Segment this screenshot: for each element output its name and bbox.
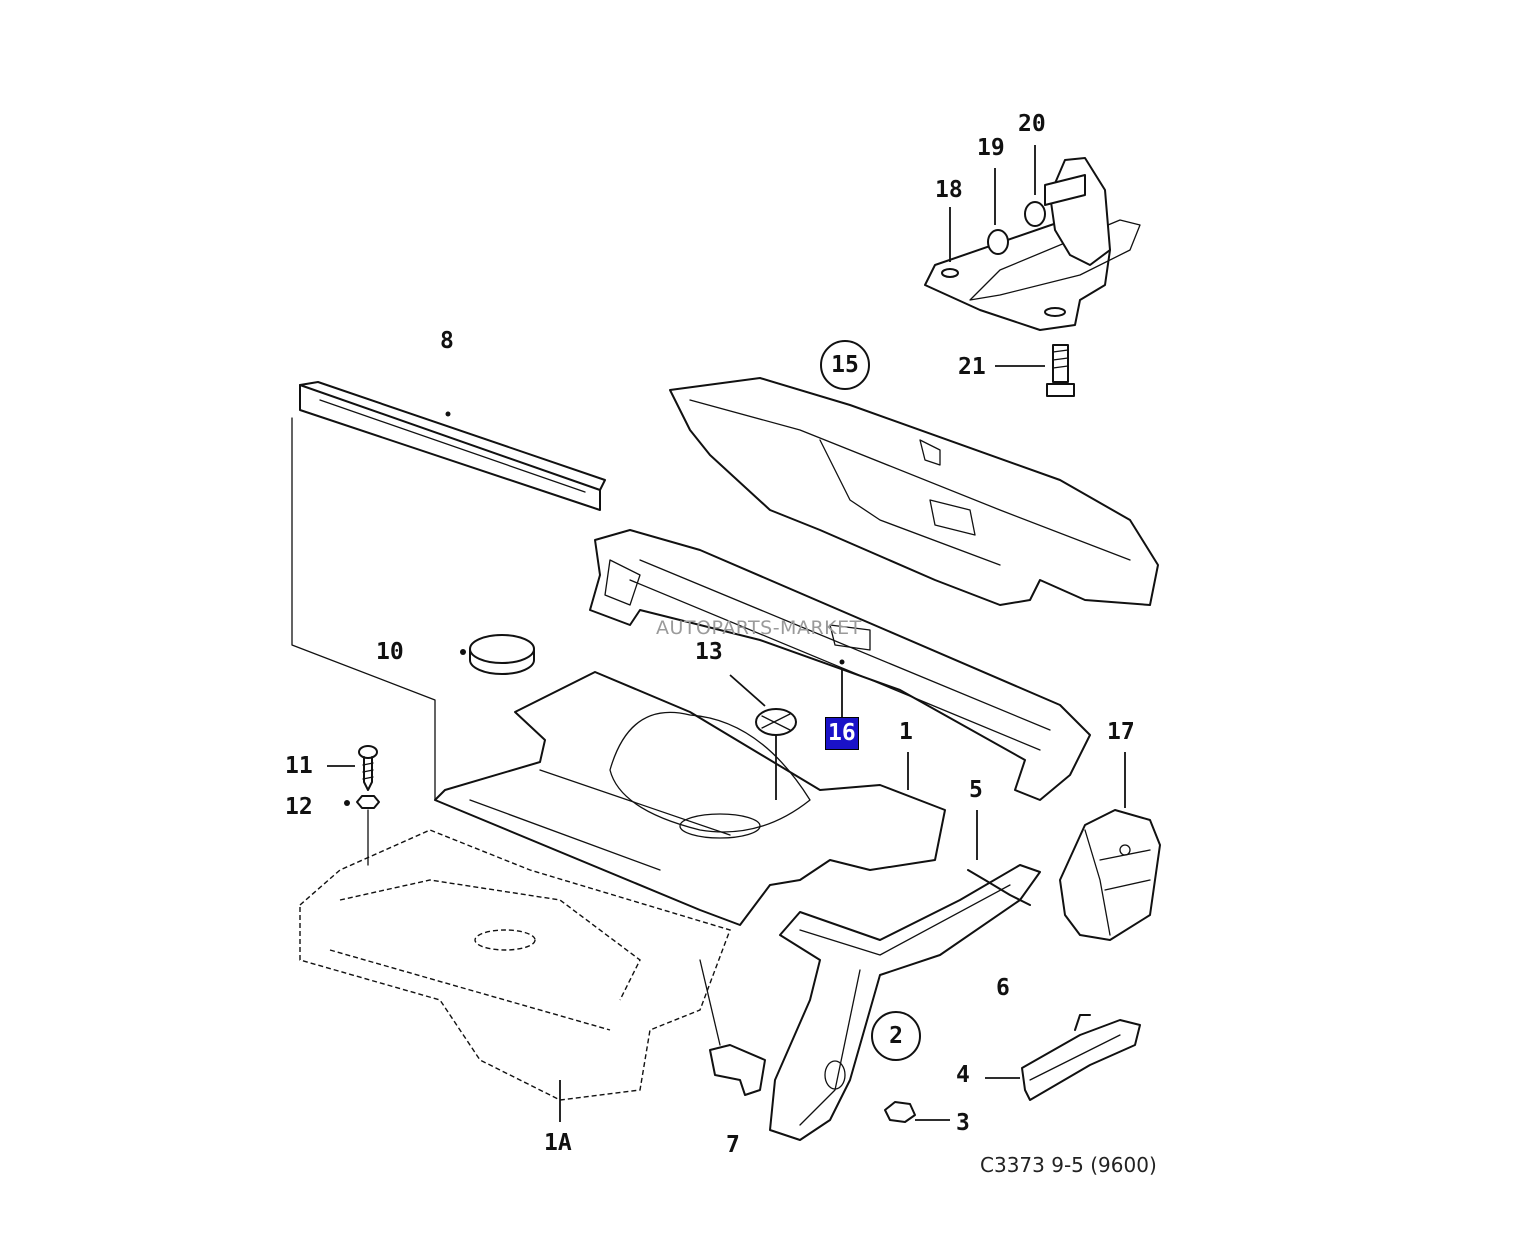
part-21-bolt xyxy=(1046,344,1075,397)
part-17-reinforcement xyxy=(1059,809,1161,941)
part-label-3[interactable]: 3 xyxy=(956,1110,970,1136)
part-11-screw xyxy=(358,745,378,791)
part-13-grommet xyxy=(755,708,797,736)
part-7-bracket xyxy=(699,959,766,1096)
part-label-6[interactable]: 6 xyxy=(996,975,1010,1001)
part-1-floor-pan xyxy=(434,671,946,926)
part-label-15[interactable]: 15 xyxy=(820,340,870,390)
part-label-4[interactable]: 4 xyxy=(956,1062,970,1088)
part-15-rear-shelf xyxy=(669,377,1159,606)
part-label-17[interactable]: 17 xyxy=(1107,719,1135,745)
part-2-side-member xyxy=(769,864,1041,1141)
part-label-2[interactable]: 2 xyxy=(871,1011,921,1061)
watermark-text: AUTOPARTS-MARKET xyxy=(656,617,862,639)
part-3-clip xyxy=(884,1101,916,1123)
part-label-20[interactable]: 20 xyxy=(1018,111,1046,137)
part-label-16[interactable]: 16 xyxy=(825,717,859,750)
part-label-1[interactable]: 1 xyxy=(899,719,913,745)
drawing-reference: C3373 9-5 (9600) xyxy=(980,1153,1157,1177)
part-label-18[interactable]: 18 xyxy=(935,177,963,203)
part-label-21[interactable]: 21 xyxy=(958,354,986,380)
part-12-nut xyxy=(344,795,380,866)
part-label-5[interactable]: 5 xyxy=(969,777,983,803)
part-1a-main-floor xyxy=(299,829,731,1101)
part-4-rail xyxy=(1021,1014,1141,1101)
part-10-round-cover xyxy=(460,634,535,675)
part-label-8[interactable]: 8 xyxy=(440,328,454,354)
part-5-bracket xyxy=(967,869,1031,906)
part-label-19[interactable]: 19 xyxy=(977,135,1005,161)
part-20-washer xyxy=(1024,174,1086,227)
part-16-crossmember xyxy=(589,529,1091,801)
part-label-11[interactable]: 11 xyxy=(285,753,313,779)
part-label-13[interactable]: 13 xyxy=(695,639,723,665)
part-label-12[interactable]: 12 xyxy=(285,794,313,820)
part-18-mount-bracket xyxy=(924,157,1141,331)
part-label-1a[interactable]: 1A xyxy=(544,1130,572,1156)
part-label-10[interactable]: 10 xyxy=(376,639,404,665)
part-8-rear-panel xyxy=(291,381,606,801)
leader-lines xyxy=(327,145,1126,1122)
part-label-7[interactable]: 7 xyxy=(726,1132,740,1158)
part-19-washer xyxy=(987,229,1009,255)
